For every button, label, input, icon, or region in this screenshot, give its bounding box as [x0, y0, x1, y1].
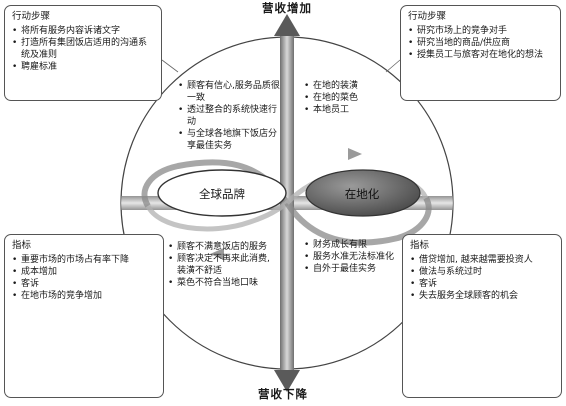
revenue-increase-label: 营收增加 [262, 1, 312, 15]
connector-tr [385, 59, 401, 73]
list-item: 自外于最佳实务 [304, 263, 404, 275]
list-item: 做法与系统过时 [410, 266, 554, 278]
list-item: 客诉 [410, 278, 554, 290]
list-item: 成本增加 [12, 266, 156, 278]
list-item: 菜色不符合当地口味 [168, 277, 280, 289]
quadrant-bottom-left-text: 顾客不满意饭店的服务 顾客决定不再来此消费, 装潢不舒适 菜色不符合当地口味 [168, 241, 280, 289]
list-item: 将所有服务内容诉诸文字 [12, 25, 154, 37]
list-item: 透过整合的系统快速行动 [178, 104, 284, 128]
list-item: 客诉 [12, 278, 156, 290]
list-item: 研究当地的商品/供应商 [408, 37, 553, 49]
connector-tl [161, 59, 179, 73]
box-title: 行动步骤 [12, 11, 51, 22]
list-item: 与全球各地旗下饭店分享最佳实务 [178, 128, 284, 152]
arrow-down-icon [274, 370, 300, 392]
global-brand-label: 全球品牌 [199, 187, 245, 201]
list-item: 研究市场上的竞争对手 [408, 25, 553, 37]
list-item: 失去服务全球顾客的机会 [410, 290, 554, 302]
loop-swoosh-left-lower [145, 201, 289, 232]
quadrant-bottom-right-text: 财务成长有限 服务水准无法标准化 自外于最佳实务 [304, 239, 404, 275]
list-item: 财务成长有限 [304, 239, 404, 251]
revenue-decrease-label: 营收下降 [258, 387, 308, 401]
list-item: 顾客有信心,服务品质很一致 [178, 80, 284, 104]
list-item: 本地员工 [304, 104, 400, 116]
list-item: 授集员工与旅客对在地化的想法 [408, 49, 553, 61]
localization-label: 在地化 [344, 187, 380, 201]
list-item: 在地的菜色 [304, 92, 400, 104]
list-item: 聘雇标准 [12, 61, 154, 73]
list-item: 顾客决定不再来此消费, 装潢不舒适 [168, 253, 280, 277]
box-title: 指标 [410, 240, 430, 251]
arrow-up-icon [274, 14, 300, 36]
quadrant-top-right-text: 在地的装潢 在地的菜色 本地员工 [304, 80, 400, 116]
list-item: 打造所有集团饭店适用的沟通系统及准则 [12, 37, 154, 61]
global-brand-oval [157, 169, 287, 217]
localization-oval [305, 169, 421, 217]
list-item: 在地市场的竞争增加 [12, 290, 156, 302]
list-item: 借贷增加, 越来越需要投资人 [410, 254, 554, 266]
list-item: 重要市场的市场占有率下降 [12, 254, 156, 266]
box-title: 指标 [12, 240, 32, 251]
quadrant-top-left-text: 顾客有信心,服务品质很一致 透过整合的系统快速行动 与全球各地旗下饭店分享最佳实… [178, 80, 284, 152]
box-title: 行动步骤 [408, 11, 447, 22]
loop-arrow-top-right-icon [348, 148, 362, 160]
indicators-box-left: 指标 重要市场的市场占有率下降 成本增加 客诉 在地市场的竞争增加 [4, 234, 164, 398]
list-item: 服务水准无法标准化 [304, 251, 404, 263]
action-steps-box-right: 行动步骤 研究市场上的竞争对手 研究当地的商品/供应商 授集员工与旅客对在地化的… [400, 5, 561, 101]
indicators-box-right: 指标 借贷增加, 越来越需要投资人 做法与系统过时 客诉 失去服务全球顾客的机会 [402, 234, 562, 398]
list-item: 顾客不满意饭店的服务 [168, 241, 280, 253]
list-item: 在地的装潢 [304, 80, 400, 92]
action-steps-box-left: 行动步骤 将所有服务内容诉诸文字 打造所有集团饭店适用的沟通系统及准则 聘雇标准 [4, 5, 162, 101]
